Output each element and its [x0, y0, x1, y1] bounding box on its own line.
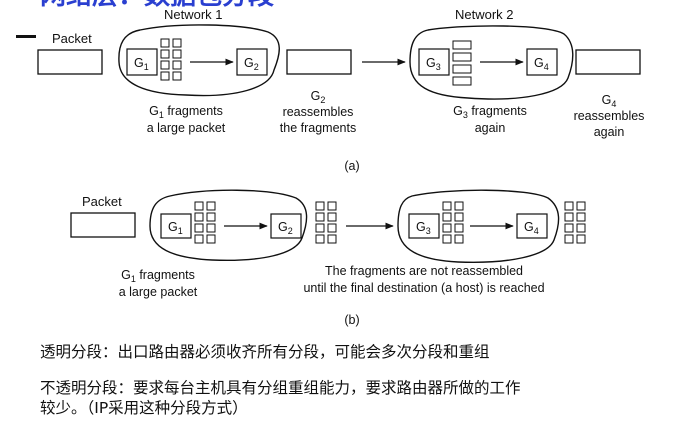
fragments-grid-b4: [564, 201, 586, 244]
transparent-fragmentation-text: 透明分段：出口路由器必须收齐所有分段，可能会多次分段和重组: [40, 343, 490, 361]
packet-label-b: Packet: [82, 194, 122, 209]
gateway-g1-b: [160, 213, 192, 239]
caption-g2-a-line3: the fragments: [280, 121, 356, 135]
gateway-g4-a: [526, 48, 558, 76]
caption-g4-a-line3: again: [594, 125, 625, 139]
nontransparent-fragmentation-text-line2: 较少。（IP采用这种分段方式）: [40, 399, 248, 417]
gateway-g1-a: [126, 48, 158, 76]
svg-text:G4: G4: [524, 220, 539, 236]
caption-g1-b: G1 fragments: [121, 268, 195, 284]
caption-main-b-line2: until the final destination (a host) is …: [303, 281, 544, 295]
bullet-dash: [16, 35, 36, 38]
svg-text:G3: G3: [426, 56, 441, 72]
network1-label: Network 1: [164, 7, 223, 22]
figure-label-b: (b): [344, 313, 359, 327]
svg-text:G3: G3: [416, 220, 431, 236]
caption-g1-b-line2: a large packet: [119, 285, 198, 299]
gateway-g3-b: [408, 213, 440, 239]
svg-text:G1: G1: [168, 220, 183, 236]
caption-g1-a-line2: a large packet: [147, 121, 226, 135]
caption-g2-a: G2: [311, 89, 326, 105]
network2-label: Network 2: [455, 7, 514, 22]
network2-cloud-b: [397, 189, 560, 263]
svg-text:G2: G2: [244, 56, 259, 72]
svg-text:G2: G2: [278, 220, 293, 236]
diagram-a: Packet Network 1 Network 2 G1 G2 G3 G4: [16, 7, 644, 173]
network1-cloud: [118, 24, 280, 97]
diagram-b: Packet G1 G2 G3 G4: [70, 189, 586, 327]
packet-box-a3: [575, 49, 641, 75]
caption-main-b-line1: The fragments are not reassembled: [325, 264, 523, 278]
gateway-g2-b: [270, 213, 302, 239]
figure-label-a: (a): [344, 159, 359, 173]
packet-label-a: Packet: [52, 31, 92, 46]
caption-g1-a: G1 fragments: [149, 104, 223, 120]
network1-cloud-b: [149, 189, 308, 261]
fragments-grid-b2: [315, 201, 337, 244]
fragments-stack-a2: [452, 40, 472, 86]
gateway-g4-b: [516, 213, 548, 239]
gateway-g3-a: [418, 48, 450, 76]
fragments-grid-b1: [194, 201, 216, 244]
fragments-grid-a1: [160, 38, 182, 81]
caption-g4-a: G4: [602, 93, 617, 109]
caption-g3-a: G3 fragments: [453, 104, 527, 120]
fragments-grid-b3: [442, 201, 464, 244]
header-partial: 网络层：数据包分段: [40, 0, 274, 11]
caption-g4-a-line2: reassembles: [574, 109, 645, 123]
caption-g2-a-line2: reassembles: [283, 105, 354, 119]
svg-text:G1: G1: [134, 56, 149, 72]
caption-g3-a-line2: again: [475, 121, 506, 135]
nontransparent-fragmentation-text-line1: 不透明分段：要求每台主机具有分组重组能力，要求路由器所做的工作: [40, 379, 521, 397]
packet-box-a1: [37, 49, 103, 75]
packet-box-b: [70, 212, 136, 238]
network2-cloud: [409, 25, 574, 100]
packet-box-a2: [286, 49, 352, 75]
svg-text:G4: G4: [534, 56, 549, 72]
gateway-g2-a: [236, 48, 268, 76]
